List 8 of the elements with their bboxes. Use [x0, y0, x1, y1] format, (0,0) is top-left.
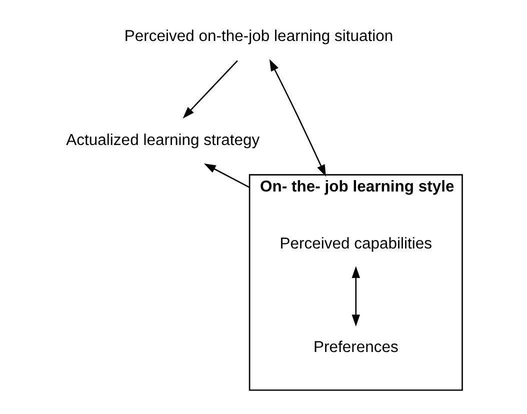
arrow	[351, 266, 360, 326]
node-text: Perceived on-the-job learning situation	[124, 28, 393, 46]
node-text: Preferences	[312, 339, 398, 356]
arrow	[203, 164, 250, 188]
node-text: Perceived capabilities	[279, 235, 432, 252]
arrow	[182, 60, 238, 118]
arrow	[268, 59, 326, 177]
node-text: Actualized learning strategy	[66, 132, 260, 149]
